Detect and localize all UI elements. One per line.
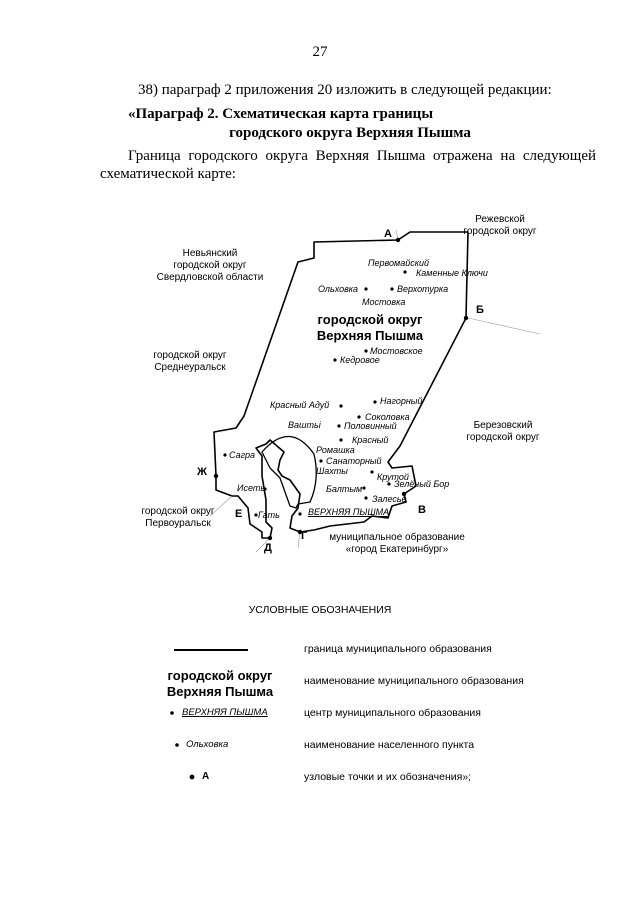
node-point-a <box>395 237 401 243</box>
district-name-line-1: городской округ <box>317 312 423 327</box>
legend-center-dot <box>170 711 174 715</box>
neighbor-ekaterinburg: муниципальное образование «город Екатери… <box>322 532 472 556</box>
neighbor-pervouralsk-line-2: Первоуральск <box>145 518 211 529</box>
settlement-pervomaysky: Первомайский <box>368 258 429 268</box>
node-point-zh <box>213 473 219 479</box>
settlement-gat: Гать <box>258 510 280 520</box>
settlement-dot <box>298 512 302 516</box>
node-point-b <box>463 315 469 321</box>
settlement-dot <box>357 415 361 419</box>
legend-title: УСЛОВНЫЕ ОБОЗНАЧЕНИЯ <box>248 604 392 616</box>
settlement-dot <box>364 349 368 353</box>
settlement-sokolovka: Соколовка <box>365 412 410 422</box>
settlement-kamennye-klyuchi: Каменные Ключи <box>416 268 488 278</box>
settlement-verkhoturka: Верхотурка <box>397 284 449 294</box>
settlement-olkhovka: Ольховка <box>318 284 359 294</box>
settlement-dot <box>373 400 377 404</box>
settlement-dot <box>339 404 343 408</box>
legend-node-sample: А <box>202 771 210 782</box>
settlement-krasny: Красный <box>352 435 389 445</box>
legend-settlement-desc: наименование населенного пункта <box>304 739 475 751</box>
settlement-vashty: Ваштьі <box>288 420 321 430</box>
node-point-d <box>267 535 273 541</box>
legend-boundary-line <box>174 649 248 651</box>
legend-center-desc: центр муниципального образования <box>304 707 481 719</box>
legend-settlement-sample: Ольховка <box>186 739 229 750</box>
neighbor-nevyansk: Невьянский городской округ Свердловской … <box>140 248 280 284</box>
intro-line: 38) параграф 2 приложения 20 изложить в … <box>138 82 552 98</box>
settlement-dot <box>364 496 368 500</box>
legend-node-desc: узловые точки и их обозначения»; <box>304 771 472 783</box>
neighbor-rezh-line-1: Режевской <box>475 214 525 225</box>
district-name: городской округ Верхняя Пышма <box>300 312 440 344</box>
legend-settlement-dot <box>175 743 179 747</box>
settlement-dot <box>339 438 343 442</box>
page-number: 27 <box>312 44 328 60</box>
settlement-dot <box>333 358 337 362</box>
neighbor-pervouralsk-line-1: городской округ <box>141 506 215 517</box>
node-label-d: Д <box>264 542 272 554</box>
neighbor-sredneuralsk: городской округ Среднеуральск <box>135 350 245 374</box>
neighbor-beryozovsky-line-1: Березовский <box>473 420 533 431</box>
legend-center-sample: ВЕРХНЯЯ ПЫШМА <box>182 707 268 718</box>
paragraph-line-1: Граница городского округа Верхняя Пышма … <box>128 148 596 164</box>
neighbor-beryozovsky-line-2: городской округ <box>466 432 540 443</box>
node-label-g: Г <box>301 530 308 542</box>
settlement-sagra: Сагра <box>229 450 256 460</box>
section-heading-line-2: городского округа Верхняя Пышма <box>229 125 471 141</box>
district-name-line-2: Верхняя Пышма <box>316 328 424 343</box>
neighbor-ekaterinburg-line-2: «город Екатеринбург» <box>345 544 449 555</box>
legend-name-sample: городской округ Верхняя Пышма <box>155 668 285 700</box>
settlement-dot <box>337 424 341 428</box>
settlement-kedrovoe: Кедровое <box>340 355 380 365</box>
neighbor-nevyansk-line-1: Невьянский <box>182 248 238 259</box>
settlement-verkhnyaya-pyshma: ВЕРХНЯЯ ПЫШМА <box>308 507 390 517</box>
node-label-b: Б <box>476 304 484 316</box>
neighbor-nevyansk-line-2: городской округ <box>173 260 247 271</box>
settlement-dot <box>403 270 407 274</box>
section-heading-line-1: «Параграф 2. Схематическая карта границы <box>128 106 434 122</box>
settlement-dot <box>370 470 374 474</box>
settlement-polovinny: Половинный <box>344 421 397 431</box>
settlement-zalesye: Залесье <box>372 494 407 504</box>
legend-name-sample-line-1: городской округ <box>167 668 273 683</box>
neighbor-sredneuralsk-line-1: городской округ <box>153 350 227 361</box>
legend-node-dot <box>189 774 195 780</box>
node-label-zh: Ж <box>197 466 207 478</box>
settlement-iset: Исеть <box>237 483 266 493</box>
neighbor-rezh-line-2: городской округ <box>463 226 537 237</box>
paragraph-line-2: схематической карте: <box>100 166 236 182</box>
settlement-romashka: Ромашка <box>316 445 355 455</box>
settlement-dot <box>387 482 391 486</box>
settlement-zelyony-bor: Зелёный Бор <box>394 479 450 489</box>
settlement-dot <box>223 453 227 457</box>
settlement-baltym: Балтым <box>326 484 363 494</box>
legend-name-desc: наименование муниципального образования <box>304 675 524 687</box>
settlement-dot <box>362 486 366 490</box>
neighbor-ekaterinburg-line-1: муниципальное образование <box>329 532 465 543</box>
neighbor-rezh: Режевской городской округ <box>445 214 555 238</box>
settlement-mostovka: Мостовка <box>362 297 406 307</box>
legend-name-sample-line-2: Верхняя Пышма <box>166 684 274 699</box>
node-label-e: Е <box>235 508 243 520</box>
settlement-krasny-aduy: Красный Адуй <box>270 400 330 410</box>
settlement-dot <box>364 287 368 291</box>
neighbor-nevyansk-line-3: Свердловской области <box>156 272 264 283</box>
city-enclave <box>261 435 317 509</box>
settlement-sanatorny: Санаторный <box>326 456 382 466</box>
settlement-dot <box>390 287 394 291</box>
neighbor-sredneuralsk-line-2: Среднеуральск <box>154 362 226 373</box>
node-label-a: А <box>384 228 392 240</box>
settlement-krutoy: Крутой <box>377 472 409 482</box>
settlement-shakhty: Шахты <box>316 466 348 476</box>
neighbor-beryozovsky: Березовский городской округ <box>448 420 558 444</box>
settlement-mostovskoe: Мостовское <box>370 346 423 356</box>
legend-boundary-desc: граница муниципального образования <box>304 643 492 655</box>
node-label-v: В <box>418 504 426 516</box>
settlement-nagorny: Нагорный <box>380 396 423 406</box>
neighbor-pervouralsk: городской округ Первоуральск <box>128 506 228 530</box>
settlement-dot <box>319 459 323 463</box>
